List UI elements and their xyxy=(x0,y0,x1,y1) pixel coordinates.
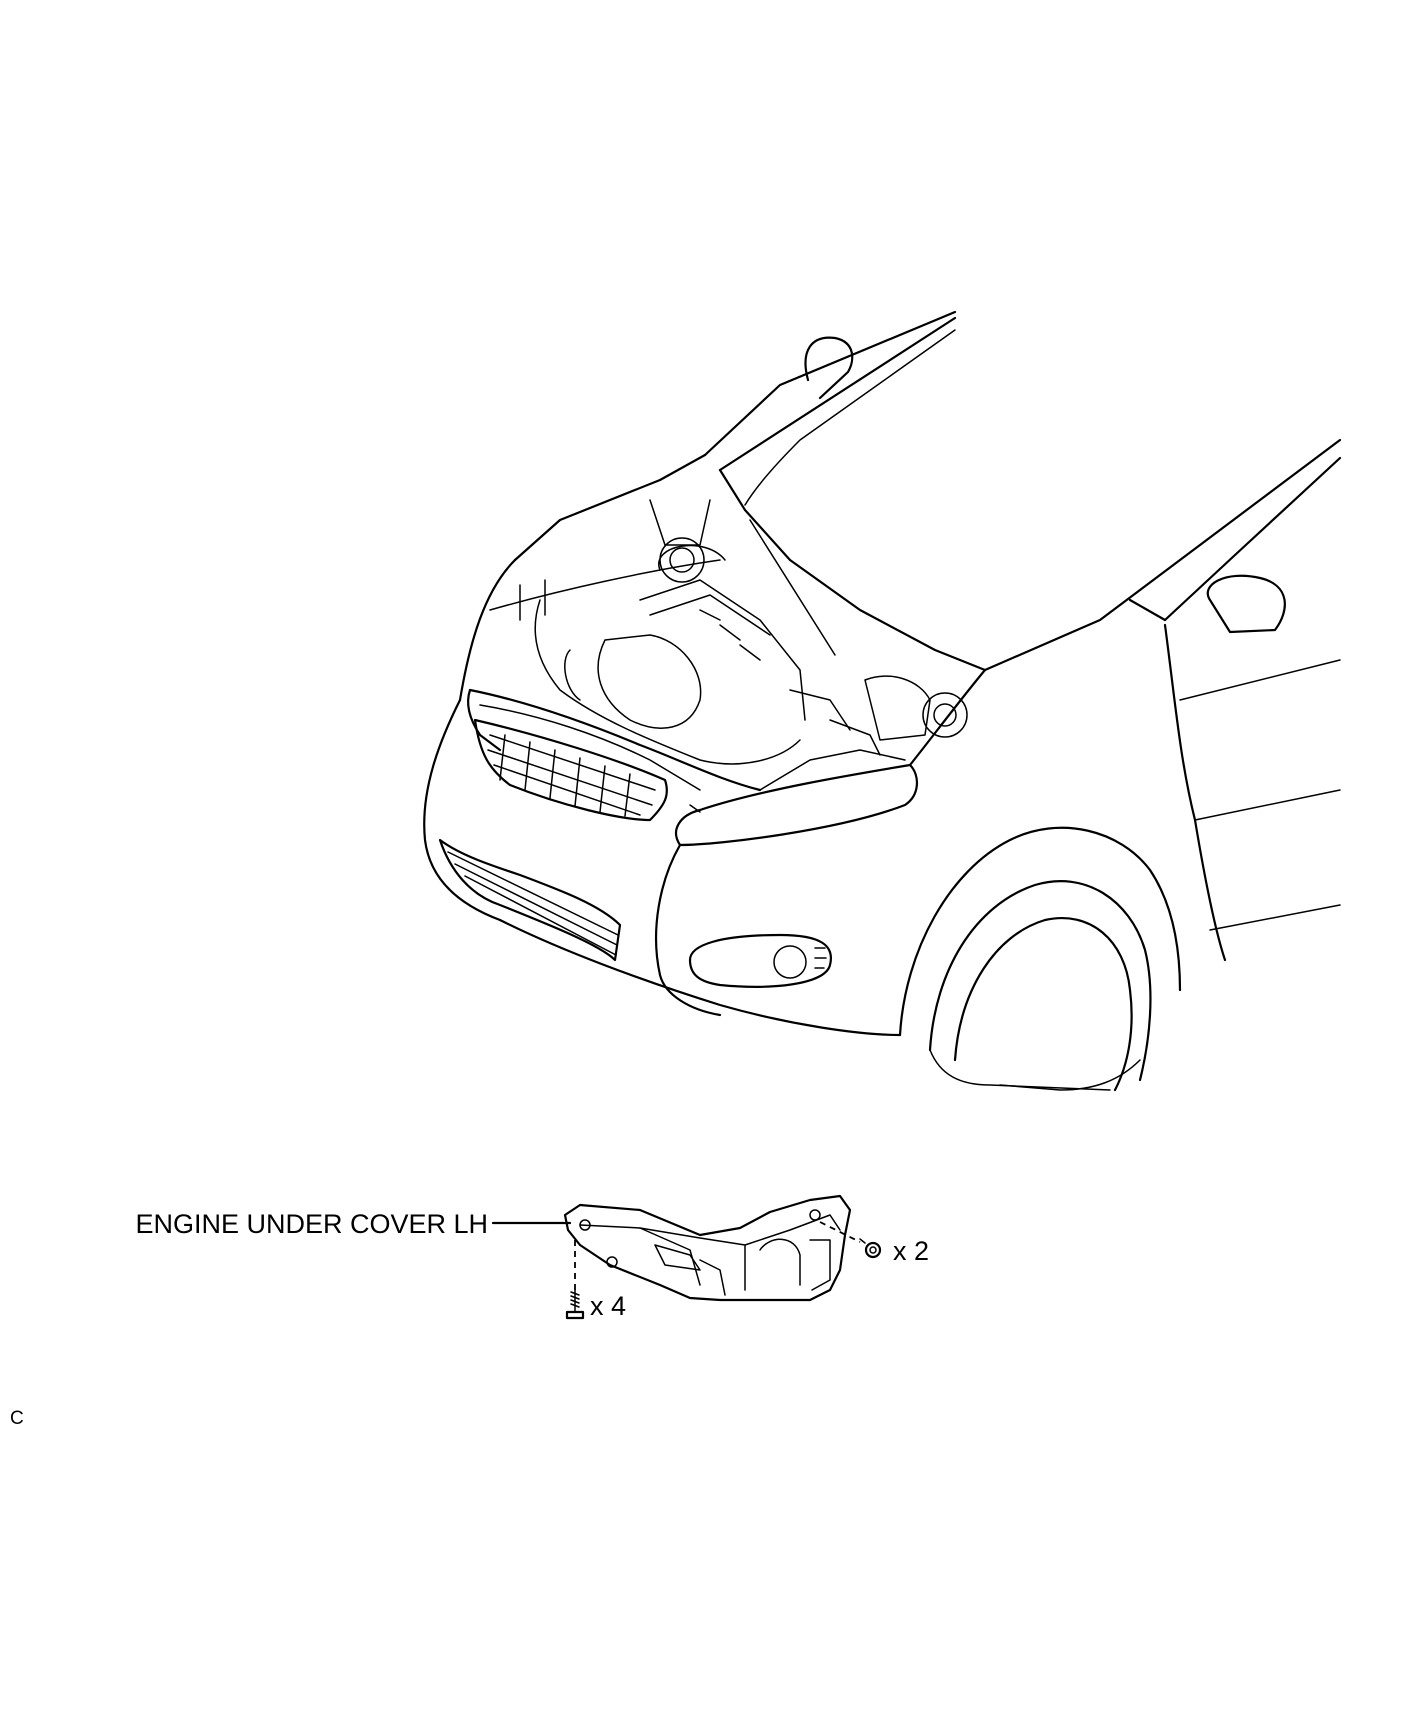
upper-grille-mesh xyxy=(487,734,656,817)
bolt-icon xyxy=(565,1289,585,1320)
engine-under-cover-illustration xyxy=(563,1194,852,1302)
vehicle-front-illustration xyxy=(423,310,1342,1092)
clip-leader-line xyxy=(819,1221,861,1243)
part-name-label: ENGINE UNDER COVER LH xyxy=(135,1209,488,1239)
lower-grille-mesh xyxy=(447,851,619,956)
clip-count-label: x 2 xyxy=(893,1236,929,1266)
figure-reference-label: C xyxy=(10,1408,24,1429)
bolt-count-label: x 4 xyxy=(590,1291,626,1321)
clip-icon xyxy=(859,1238,882,1259)
